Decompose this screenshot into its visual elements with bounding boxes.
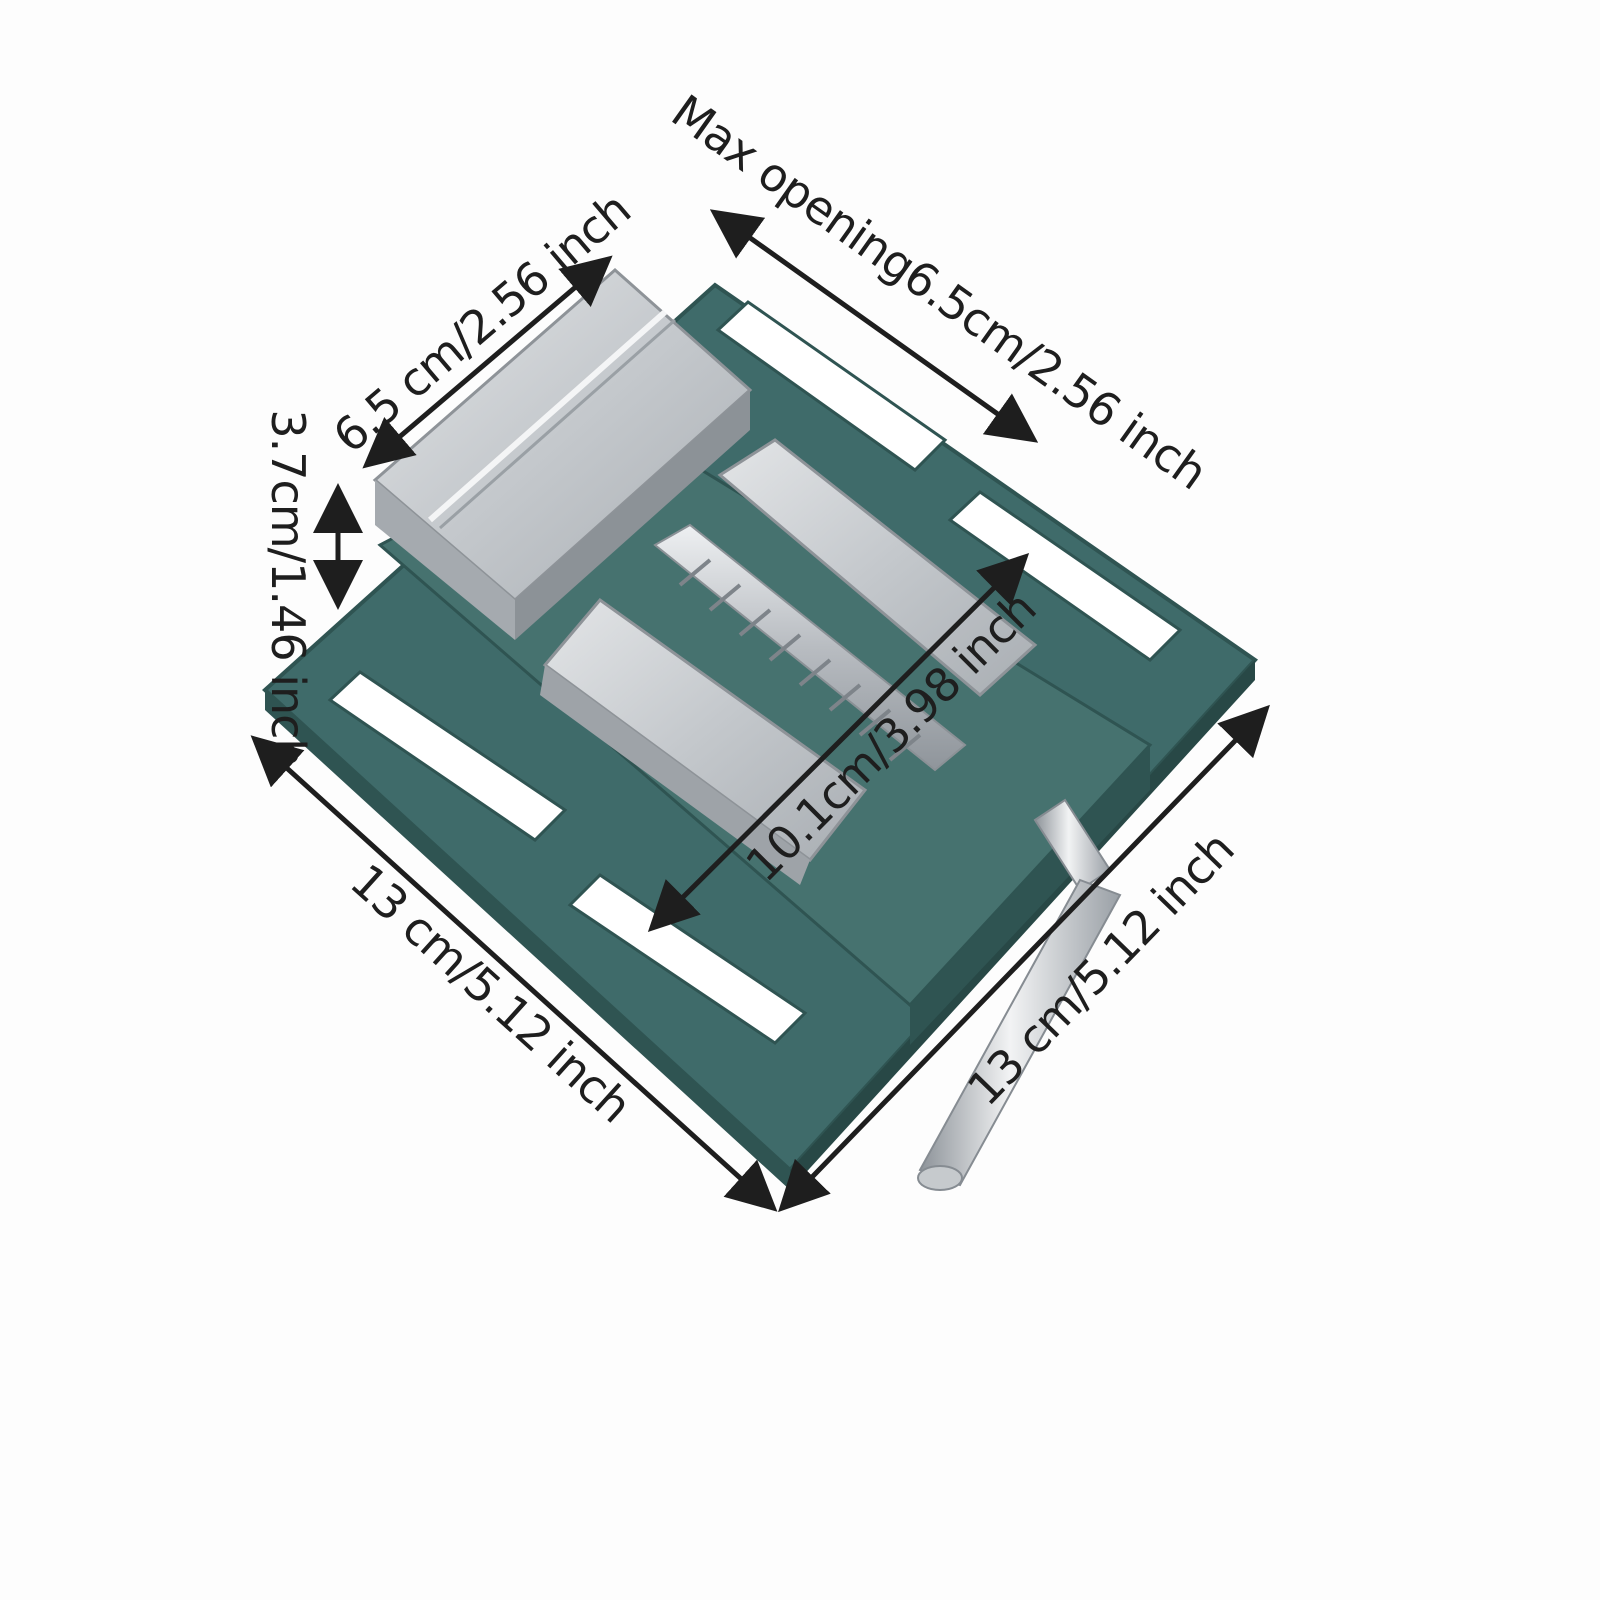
base-length-arrow	[250, 735, 778, 1212]
dimension-arrows	[250, 209, 1270, 1213]
max-opening-arrow	[709, 209, 1039, 443]
base-slot	[947, 490, 1183, 662]
base-width-arrow	[778, 704, 1270, 1213]
jaw-width-arrow	[362, 255, 613, 469]
jaw-height-label: 3.7cm/1.46 inch	[261, 409, 315, 766]
